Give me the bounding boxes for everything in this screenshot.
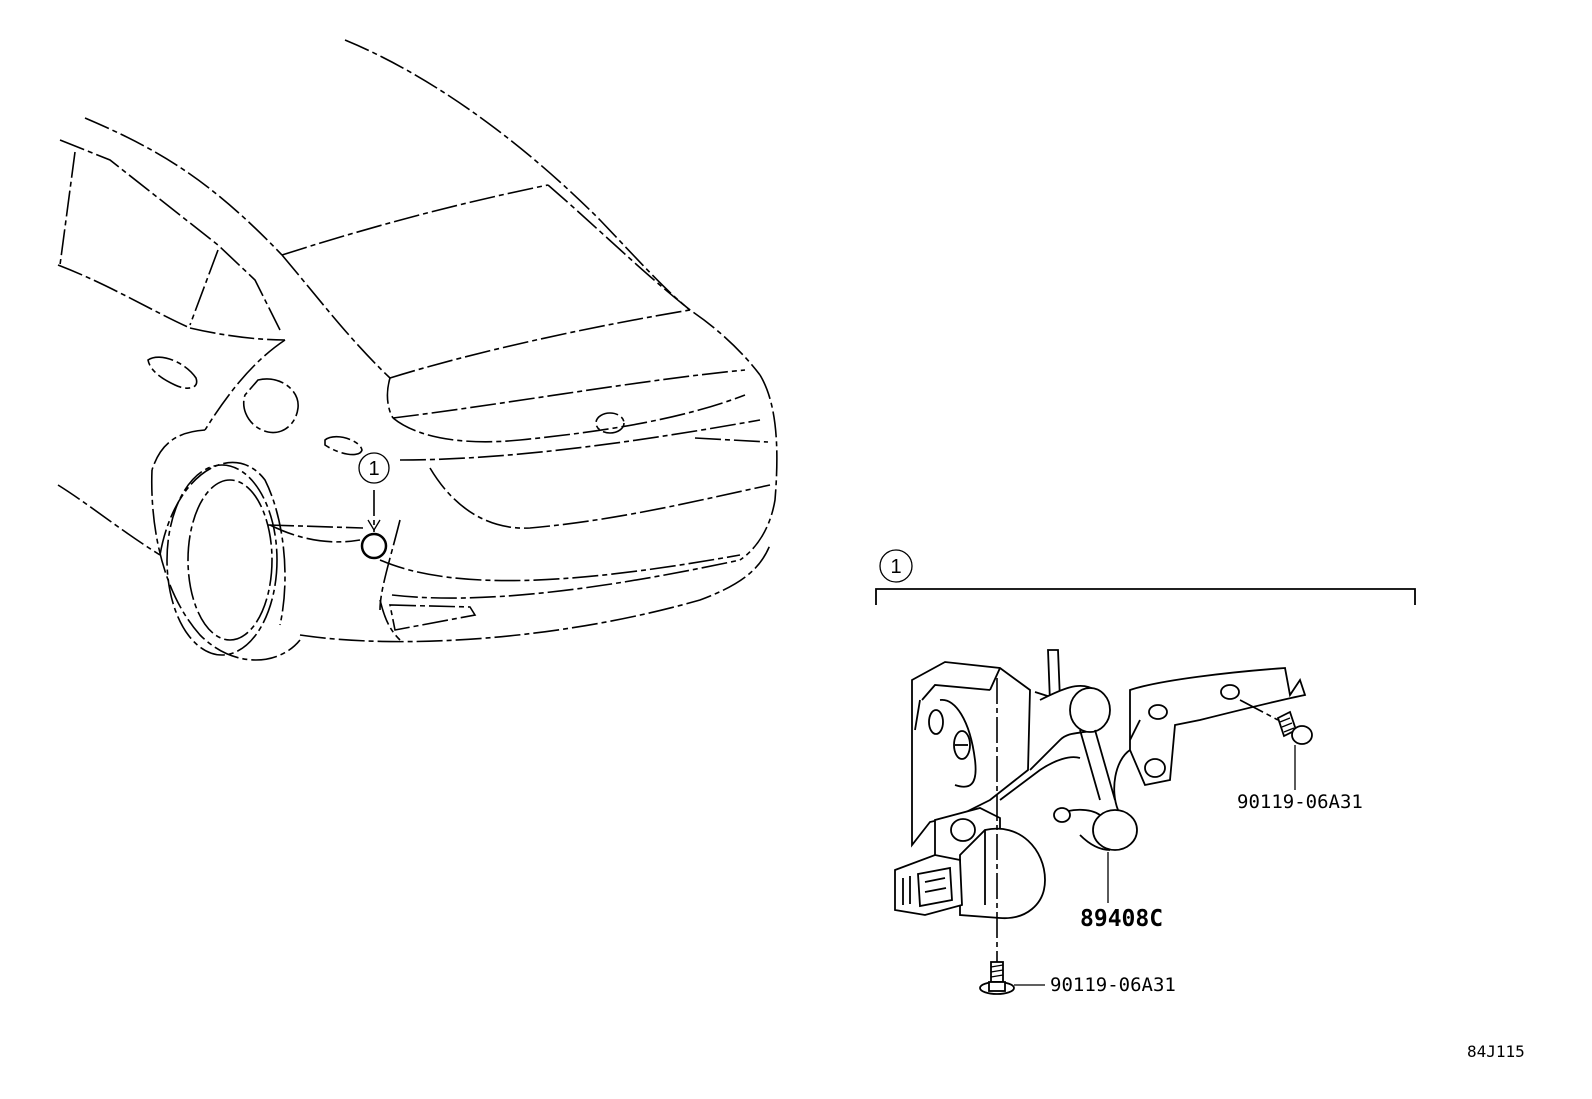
diagram-reference-code: 84J115 bbox=[1467, 1042, 1525, 1061]
bolt-bottom-part-number[interactable]: 90119-06A31 bbox=[1050, 974, 1176, 996]
assembly-callout[interactable]: 1 bbox=[879, 549, 913, 583]
car-callout-number: 1 bbox=[368, 458, 379, 480]
bolt-right-part-number[interactable]: 90119-06A31 bbox=[1237, 791, 1363, 813]
car-callout[interactable]: 1 bbox=[358, 452, 390, 484]
assembly-callout-number: 1 bbox=[890, 556, 901, 578]
sensor-location-marker[interactable] bbox=[360, 532, 388, 560]
sensor-part-number[interactable]: 89408C bbox=[1080, 906, 1163, 932]
assembly-bracket bbox=[875, 588, 1416, 605]
car-illustration bbox=[57, 39, 778, 661]
height-sensor-drawing bbox=[894, 649, 1313, 995]
